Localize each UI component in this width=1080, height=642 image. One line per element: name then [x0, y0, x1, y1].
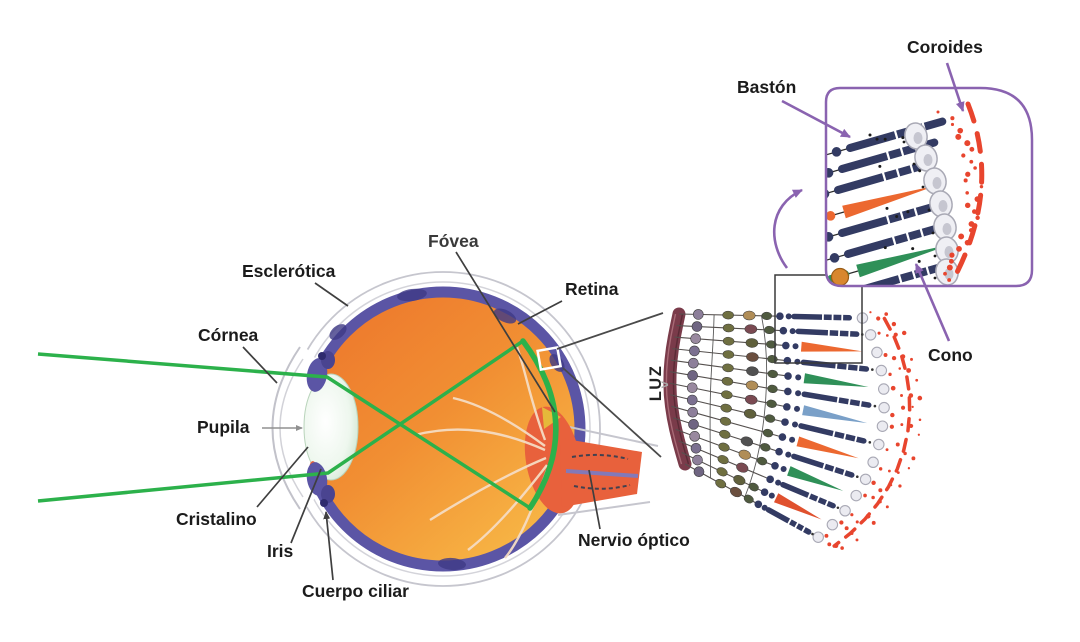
callout-arrows — [772, 62, 965, 342]
leader-line-lens — [256, 446, 309, 508]
inset-content — [826, 101, 985, 286]
label-optic-nerve: Nervio óptico — [578, 530, 690, 550]
light-ray-upper — [37, 352, 531, 510]
optic-nerve-sheath-outline — [557, 424, 659, 516]
nerve-fiber-marks-top — [571, 453, 629, 460]
magnification-lines — [556, 312, 664, 458]
label-cornea: Córnea — [198, 325, 259, 345]
leader-line-optic-nerve — [588, 469, 601, 530]
ciliary-process-bottom — [320, 499, 328, 507]
ciliary-body-bottom — [321, 485, 335, 503]
label-light: LUZ — [647, 365, 665, 402]
inset-sample-box — [774, 274, 863, 364]
label-choroid: Coroides — [907, 37, 983, 57]
choroid-arrow — [945, 62, 965, 112]
inset-zoom-arrow — [772, 188, 803, 269]
photoreceptor-inset — [824, 86, 1034, 288]
ciliary-process-top — [318, 352, 326, 360]
leader-line-iris — [290, 468, 322, 544]
fovea-pit — [542, 407, 561, 429]
retinal-image-arc — [520, 338, 559, 511]
central-retinal-vessel — [565, 469, 639, 478]
light-rays — [37, 338, 563, 511]
retina-layers-diagram — [663, 307, 923, 550]
label-pupil: Pupila — [197, 417, 250, 437]
light-ray-lower — [37, 339, 524, 503]
label-iris: Iris — [267, 541, 294, 561]
lens — [303, 373, 359, 481]
inset-border — [824, 86, 1034, 288]
leader-line-retina — [517, 300, 563, 325]
leader-line-cornea — [242, 346, 278, 384]
leader-lines — [242, 251, 601, 581]
label-lens: Cristalino — [176, 509, 257, 529]
nerve-fiber-marks-bottom — [573, 484, 631, 490]
label-ciliary-body: Cuerpo ciliar — [302, 581, 409, 601]
label-retina: Retina — [565, 279, 619, 299]
leader-line-ciliary-body — [323, 511, 334, 581]
label-cone: Cono — [928, 345, 973, 365]
retina-sample-box-white — [536, 345, 563, 372]
rod-arrow — [781, 99, 851, 139]
label-sclera: Esclerótica — [242, 261, 336, 281]
eye-cross-section — [247, 271, 659, 587]
cone-arrow — [914, 263, 951, 342]
label-fovea: Fóvea — [428, 231, 479, 251]
labels: Esclerótica Córnea Pupila Cristalino Iri… — [176, 37, 983, 601]
label-rod: Bastón — [737, 77, 796, 97]
leader-line-sclera — [314, 282, 349, 307]
light-direction-chevron: > — [661, 377, 669, 392]
leader-line-fovea — [455, 251, 556, 413]
